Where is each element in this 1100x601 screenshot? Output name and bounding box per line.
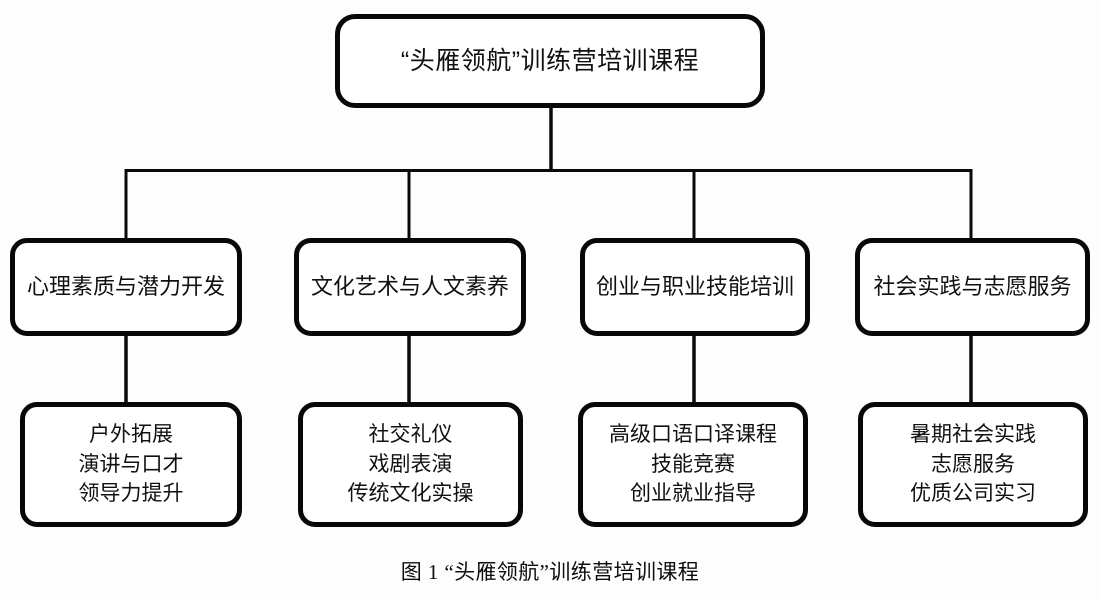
leaf-node-0-course-0: 户外拓展 [89,422,173,446]
leaf-node-3-course-0: 暑期社会实践 [910,422,1036,446]
leaf-node-2-course-1: 技能竞赛 [651,452,735,476]
leaf-node-3-course-1: 志愿服务 [931,452,1015,476]
branch-node-1: 文化艺术与人文素养 [294,238,526,336]
leaf-node-3: 暑期社会实践 志愿服务 优质公司实习 [858,402,1088,527]
branch-node-1-label: 文化艺术与人文素养 [310,274,509,300]
root-node: “头雁领航”训练营培训课程 [335,14,765,108]
leaf-node-2-course-0: 高级口语口译课程 [609,422,777,446]
branch-node-3: 社会实践与志愿服务 [855,238,1090,336]
leaf-node-3-course-2: 优质公司实习 [910,482,1036,506]
branch-node-2-label: 创业与职业技能培训 [595,274,794,300]
root-node-label: “头雁领航”训练营培训课程 [400,46,700,75]
branch-node-2: 创业与职业技能培训 [580,238,810,336]
leaf-node-1-course-2: 传统文化实操 [347,482,474,506]
leaf-node-0-course-2: 领导力提升 [78,482,184,506]
leaf-node-1-course-1: 戏剧表演 [368,452,453,476]
branch-node-3-label: 社会实践与志愿服务 [873,274,1072,300]
leaf-node-0: 户外拓展 演讲与口才 领导力提升 [20,402,242,527]
leaf-node-2: 高级口语口译课程 技能竞赛 创业就业指导 [578,402,808,527]
leaf-node-1-course-0: 社交礼仪 [368,422,453,446]
branch-node-0: 心理素质与潜力开发 [10,238,242,336]
branch-node-0-label: 心理素质与潜力开发 [26,274,225,300]
leaf-node-2-course-2: 创业就业指导 [630,482,756,506]
leaf-node-1: 社交礼仪 戏剧表演 传统文化实操 [298,402,523,527]
figure-caption: 图 1 “头雁领航”训练营培训课程 [400,560,700,584]
leaf-node-0-course-1: 演讲与口才 [78,452,184,476]
